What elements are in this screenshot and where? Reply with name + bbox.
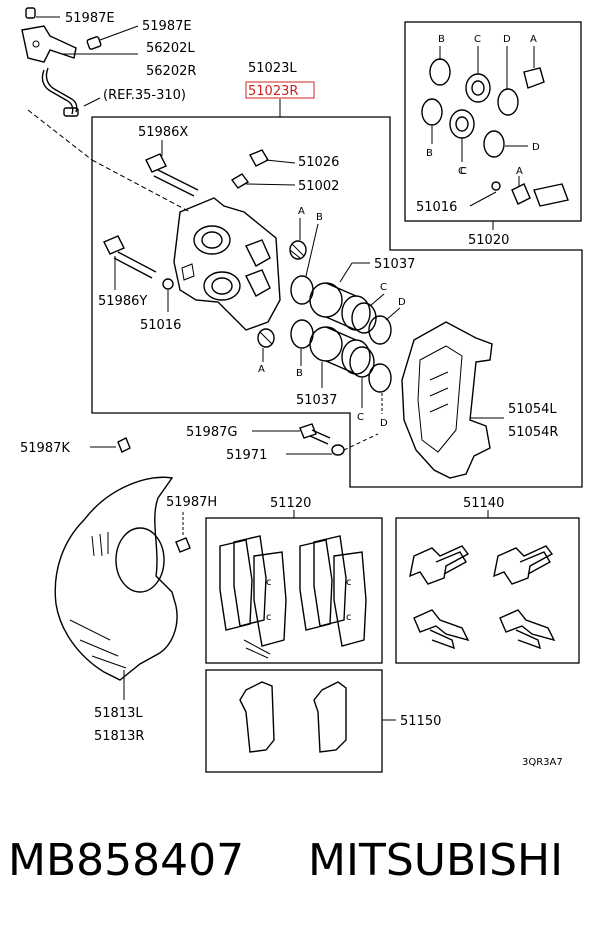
label-51987E-b: 51987E	[142, 19, 192, 34]
brake-hose-icon	[21, 7, 102, 117]
caliper-letter-B-bottom: B	[296, 368, 303, 379]
caliper-letter-C-bottom: C	[357, 412, 364, 423]
caliper-letter-A-bottom: A	[258, 364, 265, 375]
boot-51016-icon	[162, 278, 174, 290]
label-51987K: 51987K	[20, 441, 70, 456]
caliper-letter-A-top: A	[298, 206, 305, 217]
label-51037-top: 51037	[374, 257, 415, 272]
guide-bolt-51986Y-icon	[103, 235, 157, 279]
label-51813R: 51813R	[94, 729, 144, 744]
dust-shield-icon	[54, 476, 178, 681]
label-51026: 51026	[298, 155, 339, 170]
diagram-code: 3QR3A7	[522, 757, 563, 768]
label-51054R: 51054R	[508, 425, 558, 440]
kit-letter-bottom-1: C	[460, 166, 467, 177]
label-ref: (REF.35-310)	[103, 88, 186, 103]
label-51987E-a: 51987E	[65, 11, 115, 26]
svg-text:c: c	[346, 577, 352, 588]
label-51987H: 51987H	[166, 495, 217, 510]
label-56202L: 56202L	[146, 41, 195, 56]
kit-letter-mid-2: C	[458, 166, 465, 177]
kit-letter-top-1: B	[438, 34, 445, 45]
label-51986Y: 51986Y	[98, 294, 147, 309]
label-51023L: 51023L	[248, 61, 297, 76]
label-51150: 51150	[400, 714, 441, 729]
pad-set-box-51120	[205, 517, 383, 664]
caliper-assembly-boundary	[91, 116, 583, 488]
ring-D-top-icon	[368, 315, 392, 345]
caliper-letter-D-bottom: D	[380, 418, 388, 429]
label-51023R: 51023R	[248, 84, 298, 99]
label-51986X: 51986X	[138, 125, 188, 140]
bolt-51987H-icon	[175, 537, 191, 553]
piston-bottom-icon	[309, 326, 371, 375]
seal-A-top-icon	[289, 240, 307, 260]
seal-A-bottom-icon	[257, 328, 275, 348]
label-51120: 51120	[270, 496, 311, 511]
kit-letter-top-2: C	[474, 34, 481, 45]
label-51037-bottom: 51037	[296, 393, 337, 408]
svg-text:c: c	[266, 612, 272, 623]
label-56202R: 56202R	[146, 64, 196, 79]
label-51016-kit: 51016	[416, 200, 457, 215]
highlight-51023R	[245, 81, 315, 99]
label-51140: 51140	[463, 496, 504, 511]
pad-shims-icon	[239, 681, 347, 753]
bleeder-cap-icon	[249, 149, 269, 167]
seal-kit-box	[404, 21, 582, 222]
boot-C-bottom-icon	[349, 346, 375, 378]
part-number: MB858407	[8, 835, 245, 886]
footer: MB858407 MITSUBISHI	[0, 835, 600, 905]
bracket-bolt-51987G-icon	[299, 423, 331, 445]
label-51016-main: 51016	[140, 318, 181, 333]
brand-name: MITSUBISHI	[308, 835, 564, 886]
bolt-51987K-icon	[117, 437, 131, 453]
label-51813L: 51813L	[94, 706, 143, 721]
caliper-body-icon	[173, 197, 281, 331]
label-51971: 51971	[226, 448, 267, 463]
caliper-letter-C-right: C	[380, 282, 387, 293]
label-51987G: 51987G	[186, 425, 237, 440]
seal-kit-parts-icon	[421, 58, 569, 207]
kit-letter-top-4: A	[530, 34, 537, 45]
guide-bolt-51986X-icon	[145, 153, 199, 197]
kit-letter-bottom-2: A	[516, 166, 523, 177]
bleeder-screw-icon	[230, 173, 250, 189]
label-51054L: 51054L	[508, 402, 557, 417]
boot-C-top-icon	[351, 302, 377, 334]
clip-kit-box-51140	[395, 517, 580, 664]
caliper-bracket-icon	[401, 321, 493, 479]
pad-clips-icon	[409, 545, 556, 650]
caliper-letter-D-right: D	[398, 297, 406, 308]
brake-pads-icon: c c c c	[219, 535, 367, 659]
kit-letter-top-3: D	[503, 34, 511, 45]
piston-top-icon	[309, 282, 371, 331]
kit-letter-mid-3: D	[532, 142, 540, 153]
washer-51971-icon	[331, 444, 345, 456]
shim-kit-box-51150	[205, 669, 383, 773]
label-51002: 51002	[298, 179, 339, 194]
caliper-letter-B-top: B	[316, 212, 323, 223]
label-51020: 51020	[468, 233, 509, 248]
kit-letter-mid-1: B	[426, 148, 433, 159]
svg-text:c: c	[346, 612, 352, 623]
svg-text:c: c	[266, 577, 272, 588]
ring-D-bottom-icon	[368, 363, 392, 393]
